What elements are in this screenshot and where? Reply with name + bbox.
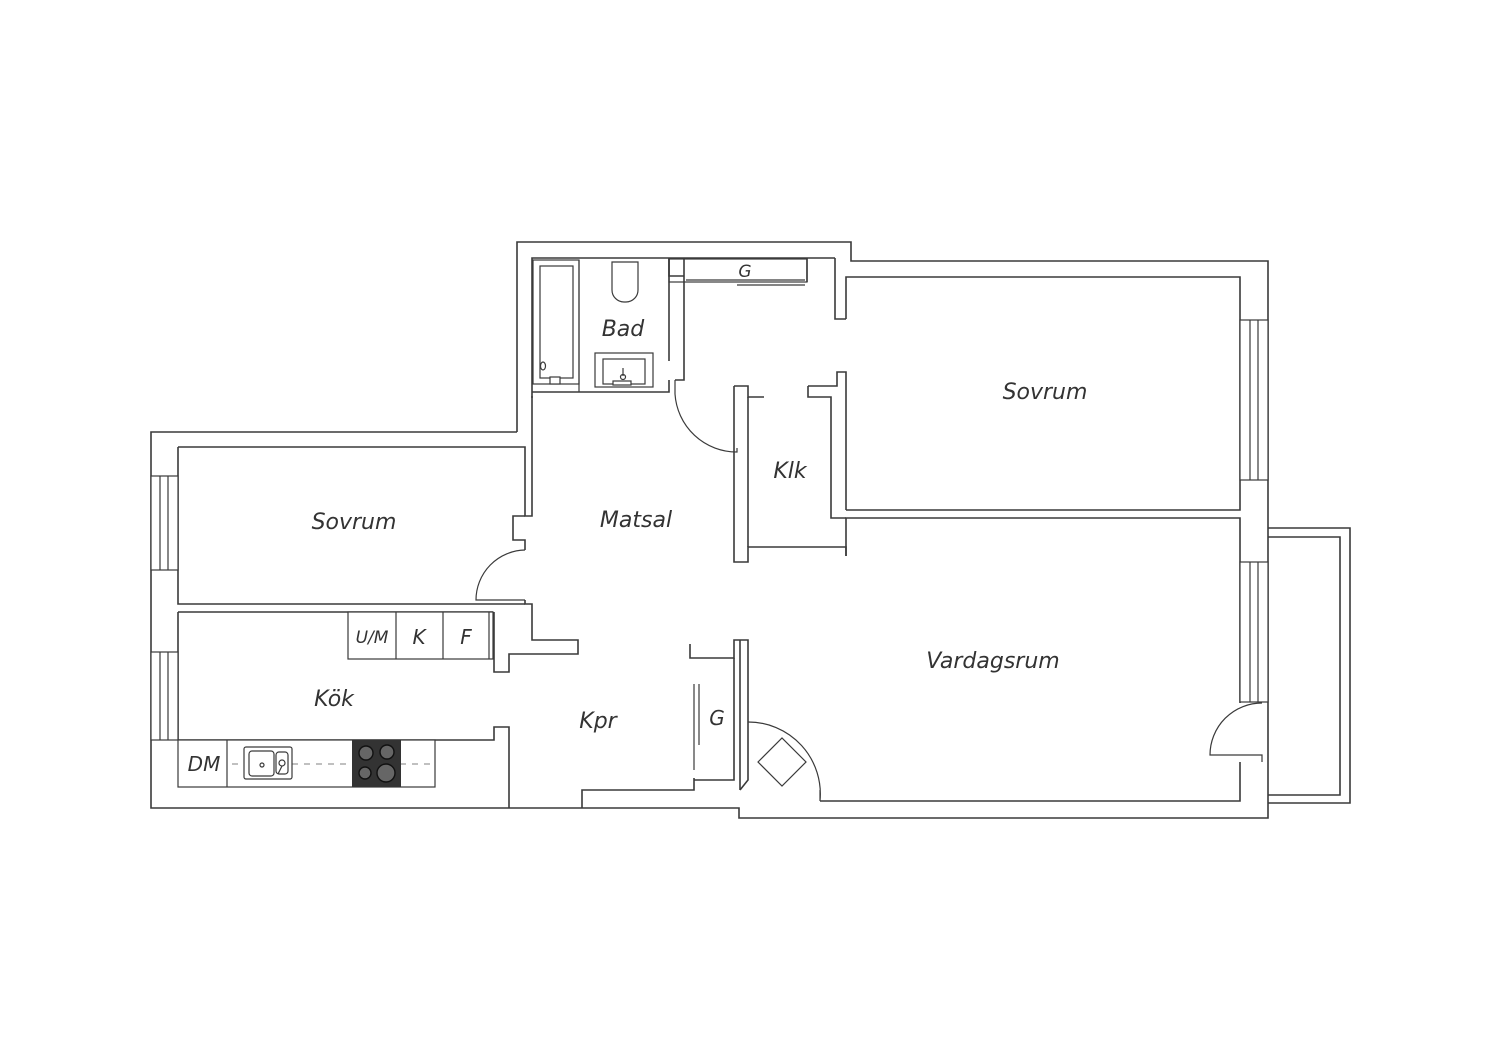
- label-kpr: Kpr: [579, 709, 618, 734]
- interior-walls: [493, 258, 1351, 804]
- window-kitchen: [150, 651, 179, 741]
- appliance-row: [347, 611, 494, 660]
- door-left-bedroom: [475, 549, 526, 601]
- label-garderob-hall: G: [709, 706, 725, 730]
- window-left-bedroom: [150, 475, 179, 571]
- door-entrance: [747, 721, 821, 802]
- label-klk: Klk: [773, 459, 808, 484]
- label-garderob-top: G: [738, 262, 751, 282]
- room-labels: Bad G Sovrum Klk Sovrum Matsal Kök Kpr G…: [188, 262, 1088, 776]
- door-entrance-leaf: [757, 737, 807, 787]
- label-f: F: [460, 625, 472, 649]
- windows: [150, 319, 1269, 741]
- doors: [475, 279, 1263, 802]
- label-sovrum-left: Sovrum: [312, 510, 397, 535]
- bathroom-fixtures: [532, 259, 654, 392]
- toilet: [611, 261, 639, 303]
- label-matsal: Matsal: [600, 508, 672, 533]
- label-k: K: [412, 625, 427, 649]
- label-sovrum-right: Sovrum: [1003, 380, 1088, 405]
- window-living-room: [1239, 561, 1269, 703]
- window-right-bedroom: [1239, 319, 1269, 481]
- wardrobe-top: [668, 258, 808, 283]
- label-dm: DM: [188, 752, 221, 776]
- stove: [352, 740, 401, 787]
- label-bad: Bad: [602, 317, 646, 342]
- kitchen-fixtures: [177, 611, 494, 788]
- door-balcony: [1209, 702, 1263, 762]
- label-vardagsrum: Vardagsrum: [926, 649, 1059, 674]
- label-um: U/M: [356, 628, 389, 648]
- label-kok: Kök: [314, 687, 355, 712]
- door-bathroom: [674, 380, 738, 453]
